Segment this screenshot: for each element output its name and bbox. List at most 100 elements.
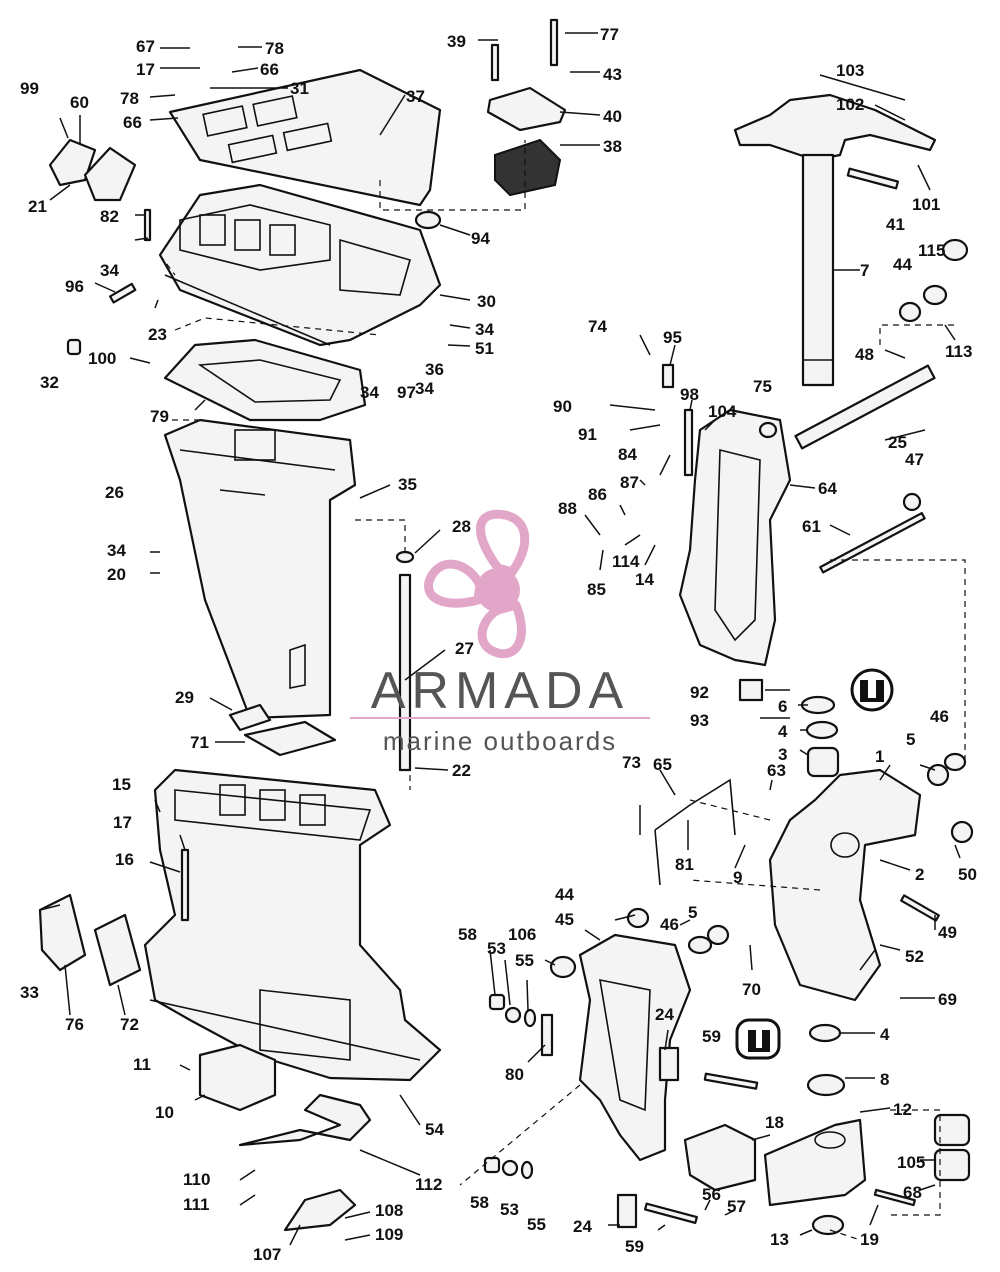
callout-2: 2	[915, 865, 924, 884]
callout-60: 60	[70, 93, 89, 112]
callout-15: 15	[112, 775, 131, 794]
callout-63: 63	[767, 761, 786, 780]
callout-46: 46	[660, 915, 679, 934]
callout-20: 20	[107, 565, 126, 584]
plate-10	[198, 1043, 277, 1112]
callout-40: 40	[603, 107, 622, 126]
callout-9: 9	[733, 868, 742, 887]
assembly-lines	[159, 140, 966, 1241]
callout-102: 102	[836, 95, 864, 114]
lubricate-symbol-icon	[735, 1018, 781, 1060]
callout-3: 3	[778, 745, 787, 764]
callout-106: 106	[508, 925, 536, 944]
callout-34: 34	[360, 383, 379, 402]
washer-55a	[523, 1008, 537, 1028]
nut-53b	[501, 1159, 519, 1177]
seal-4b	[808, 1023, 842, 1043]
callout-66: 66	[123, 113, 142, 132]
callout-75: 75	[753, 377, 772, 396]
spacer-58b	[483, 1156, 501, 1174]
nut-115	[922, 284, 948, 306]
callout-55: 55	[515, 951, 534, 970]
callout-78: 78	[265, 39, 284, 58]
lubricate-symbol-icon	[850, 668, 894, 712]
swivel-bracket-1	[768, 768, 922, 1002]
callout-23: 23	[148, 325, 167, 344]
callout-55: 55	[527, 1215, 546, 1234]
swivel-bracket-64	[678, 408, 792, 667]
water-tube-27	[395, 550, 415, 772]
callout-48: 48	[855, 345, 874, 364]
clip-95	[661, 363, 675, 389]
callout-17: 17	[113, 813, 132, 832]
callout-41: 41	[886, 215, 905, 234]
nut-53a	[504, 1006, 522, 1024]
callout-74: 74	[588, 317, 607, 336]
rod-61	[819, 512, 926, 574]
callout-53: 53	[487, 939, 506, 958]
callout-49: 49	[938, 923, 957, 942]
gasket-79	[163, 338, 367, 422]
plug-32	[66, 338, 82, 356]
adapter-plate-30	[158, 183, 442, 347]
callout-108: 108	[375, 1201, 403, 1220]
callout-69: 69	[938, 990, 957, 1009]
drive-shaft-housing-15	[143, 768, 442, 1082]
callout-35: 35	[398, 475, 417, 494]
washer-46	[943, 752, 967, 772]
callout-87: 87	[620, 473, 639, 492]
bolt-16	[180, 848, 190, 922]
gasket-71	[243, 720, 337, 757]
callout-52: 52	[905, 947, 924, 966]
callout-30: 30	[477, 292, 496, 311]
callout-77: 77	[600, 25, 619, 44]
callout-45: 45	[555, 910, 574, 929]
callout-54: 54	[425, 1120, 444, 1139]
washer-46b	[687, 935, 713, 955]
callout-59: 59	[702, 1027, 721, 1046]
callout-26: 26	[105, 483, 124, 502]
bolt-39	[490, 43, 500, 82]
callout-113: 113	[945, 342, 972, 361]
callout-109: 109	[375, 1225, 403, 1244]
callout-78: 78	[120, 89, 139, 108]
callout-70: 70	[742, 980, 761, 999]
callout-96: 96	[65, 277, 84, 296]
callout-5: 5	[688, 903, 697, 922]
callout-5: 5	[906, 730, 915, 749]
seal-60-21	[48, 138, 137, 202]
callout-43: 43	[603, 65, 622, 84]
callout-34: 34	[100, 261, 119, 280]
callout-11: 11	[133, 1055, 151, 1074]
bracket-12	[763, 1118, 867, 1207]
callout-67: 67	[136, 37, 155, 56]
callout-81: 81	[675, 855, 694, 874]
bracket-18	[683, 1123, 757, 1192]
callout-18: 18	[765, 1113, 784, 1132]
callout-111: 111	[183, 1195, 210, 1214]
callout-17: 17	[136, 60, 155, 79]
callout-115: 115	[918, 241, 945, 260]
callout-104: 104	[708, 402, 737, 421]
callout-97: 97	[397, 383, 416, 402]
callout-21: 21	[28, 197, 47, 216]
link-80	[540, 1013, 554, 1057]
nut-44	[898, 301, 922, 323]
callout-66: 66	[260, 60, 279, 79]
callout-27: 27	[455, 639, 474, 658]
nut-25	[902, 492, 922, 512]
callout-46: 46	[930, 707, 949, 726]
gasket-37	[168, 68, 442, 207]
callout-93: 93	[690, 711, 709, 730]
block-92	[738, 678, 764, 702]
cover-76	[38, 893, 87, 972]
cap-5b	[706, 924, 730, 946]
relay-38	[494, 138, 562, 197]
callout-94: 94	[471, 229, 490, 248]
callout-47: 47	[905, 450, 924, 469]
callout-25: 25	[888, 433, 907, 452]
callout-92: 92	[690, 683, 709, 702]
bushing-106	[549, 955, 577, 979]
callout-90: 90	[553, 397, 572, 416]
callout-98: 98	[680, 385, 699, 404]
